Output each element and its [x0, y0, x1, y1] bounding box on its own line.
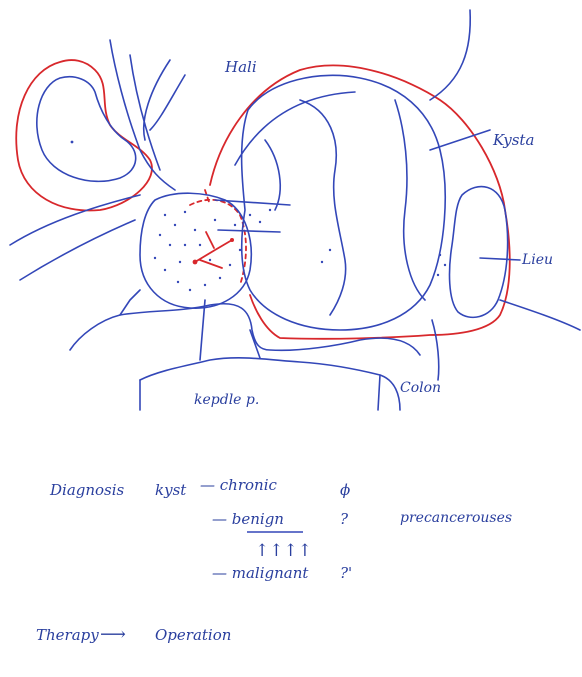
note-diagnosis: Diagnosis: [49, 481, 125, 499]
note-malignant-mark: ?': [340, 564, 352, 582]
note-therapy: Therapy: [36, 626, 99, 644]
label-liver: Lieu: [521, 252, 553, 268]
note-precancerous: precancerouses: [400, 510, 512, 526]
pancreas-blue-outline: [140, 193, 251, 308]
note-benign: — benign: [212, 510, 284, 528]
pancreas-red-dashed: [190, 200, 246, 285]
note-arrow: ⟶: [100, 624, 126, 645]
note-chronic-mark: ϕ: [340, 481, 350, 499]
note-benign-mark: ?: [340, 510, 349, 528]
label-hali: Hali: [224, 58, 257, 76]
red-arrow-lines: [195, 232, 232, 268]
pancreas-stipple: [154, 209, 446, 291]
note-arrows: ↑↑↑↑: [255, 541, 312, 561]
label-colon: Colon: [400, 380, 441, 396]
cyst-blue-outline: [242, 75, 446, 330]
label-kysta: Kysta: [492, 131, 534, 149]
note-chronic: — chronic: [200, 476, 277, 494]
label-kepdle: kepdle p.: [194, 392, 259, 408]
note-kyst: kyst: [155, 481, 187, 499]
left-organ-red-outline: [16, 60, 152, 210]
liver-blue-outline: [450, 187, 508, 318]
note-operation: Operation: [155, 626, 231, 644]
note-malignant: — malignant: [212, 564, 309, 582]
